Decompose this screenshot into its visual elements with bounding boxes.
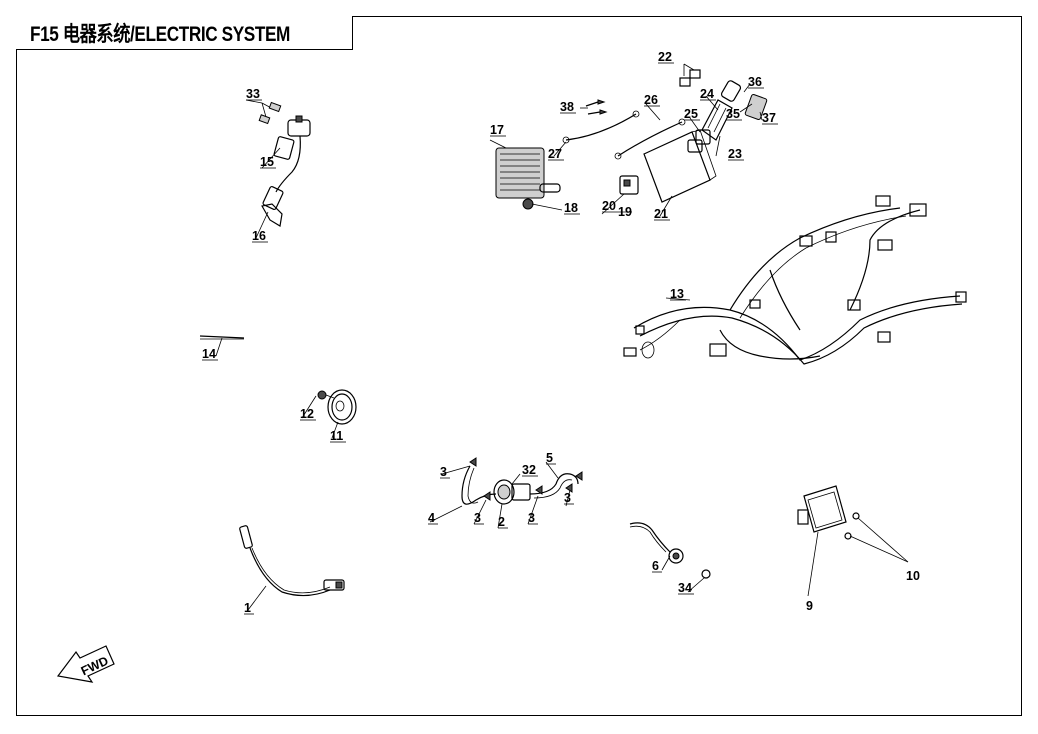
- callout-5: 5: [546, 451, 553, 465]
- callout-9: 9: [806, 599, 813, 613]
- callout-22: 22: [658, 50, 672, 64]
- callout-12: 12: [300, 407, 314, 421]
- part-13-harness: [623, 195, 967, 365]
- callout-18: 18: [564, 201, 578, 215]
- callout-underlines: [202, 62, 778, 615]
- callout-35: 35: [726, 107, 740, 121]
- callout-15: 15: [260, 155, 274, 169]
- callout-17: 17: [490, 123, 504, 137]
- part-6-34-sensor: [629, 522, 711, 579]
- part-1-sensor: [239, 525, 345, 597]
- callout-6: 6: [652, 559, 659, 573]
- callout-21: 21: [654, 207, 668, 221]
- callout-3-mid: 3: [528, 511, 535, 525]
- callout-3-top: 3: [440, 465, 447, 479]
- callout-32: 32: [522, 463, 536, 477]
- callout-13: 13: [670, 287, 684, 301]
- callout-20: 20: [602, 199, 616, 213]
- part-battery-relays: [619, 129, 717, 203]
- callout-33: 33: [246, 87, 260, 101]
- callout-25: 25: [684, 107, 698, 121]
- callout-23: 23: [728, 147, 742, 161]
- part-ignition-assembly: [258, 101, 311, 227]
- callout-38: 38: [560, 100, 574, 114]
- fwd-arrow: FWD: [56, 645, 115, 683]
- part-22-37-group: [679, 69, 768, 141]
- part-17-regulator: [495, 147, 561, 210]
- callout-14: 14: [202, 347, 216, 361]
- title-box: [16, 16, 353, 50]
- callout-1: 1: [244, 601, 251, 615]
- part-horn: [317, 389, 357, 425]
- callout-10: 10: [906, 569, 920, 583]
- callout-3-left: 3: [474, 511, 481, 525]
- leader-lines: [215, 63, 909, 611]
- callout-3-right: 3: [564, 491, 571, 505]
- callout-36: 36: [748, 75, 762, 89]
- part-9-10-ecu: [797, 485, 860, 540]
- fwd-label: FWD: [79, 654, 111, 679]
- callout-37: 37: [762, 111, 776, 125]
- callout-26: 26: [644, 93, 658, 107]
- page-title: F15 电器系统/ELECTRIC SYSTEM: [30, 23, 290, 46]
- callout-27: 27: [548, 147, 562, 161]
- callout-2: 2: [498, 515, 505, 529]
- callout-34: 34: [678, 581, 692, 595]
- diagram-frame: [16, 16, 1022, 716]
- callout-4: 4: [428, 511, 435, 525]
- part-26-27-cables: [562, 110, 686, 160]
- callout-11: 11: [330, 429, 343, 443]
- callout-24: 24: [700, 87, 714, 101]
- part-38: [585, 99, 608, 115]
- callout-16: 16: [252, 229, 266, 243]
- part-hoses-pump: [461, 457, 583, 505]
